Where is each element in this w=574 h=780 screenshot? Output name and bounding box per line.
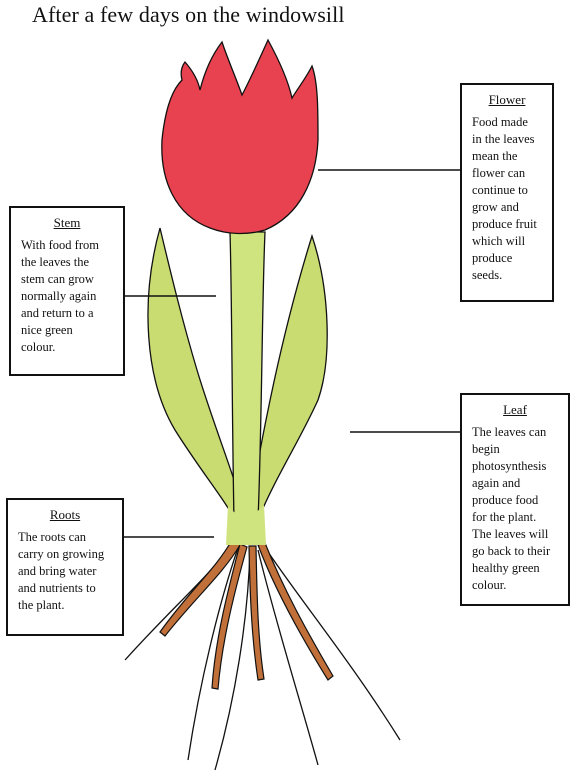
leaf-description: The leaves can begin photosynthesis agai…: [472, 425, 551, 592]
stem-label-box: Stem With food from the leaves the stem …: [9, 206, 125, 376]
stem-heading: Stem: [53, 215, 81, 230]
root-3: [248, 545, 265, 681]
fine-roots: [124, 544, 401, 771]
left-leaf: [147, 227, 243, 522]
stem-base: [226, 505, 266, 545]
roots-heading: Roots: [49, 507, 81, 522]
thick-roots: [159, 539, 334, 690]
leaf-label-box: Leaf The leaves can begin photosynthesis…: [460, 393, 570, 606]
flower-heading: Flower: [488, 92, 526, 107]
root-4: [257, 542, 334, 681]
leaf-heading: Leaf: [503, 402, 527, 417]
leader-lines: [124, 169, 460, 538]
diagram-title: After a few days on the windowsill: [32, 2, 345, 27]
tulip-flower: [161, 38, 319, 235]
root-2: [211, 543, 248, 690]
flower-description: Food made in the leaves mean the flower …: [472, 115, 537, 282]
stem-description: With food from the leaves the stem can g…: [21, 238, 99, 354]
flower-label-box: Flower Food made in the leaves mean the …: [460, 83, 554, 302]
root-1: [159, 539, 241, 637]
roots-description: The roots can carry on growing and bring…: [18, 530, 105, 612]
roots-label-box: Roots The roots can carry on growing and…: [6, 498, 124, 636]
